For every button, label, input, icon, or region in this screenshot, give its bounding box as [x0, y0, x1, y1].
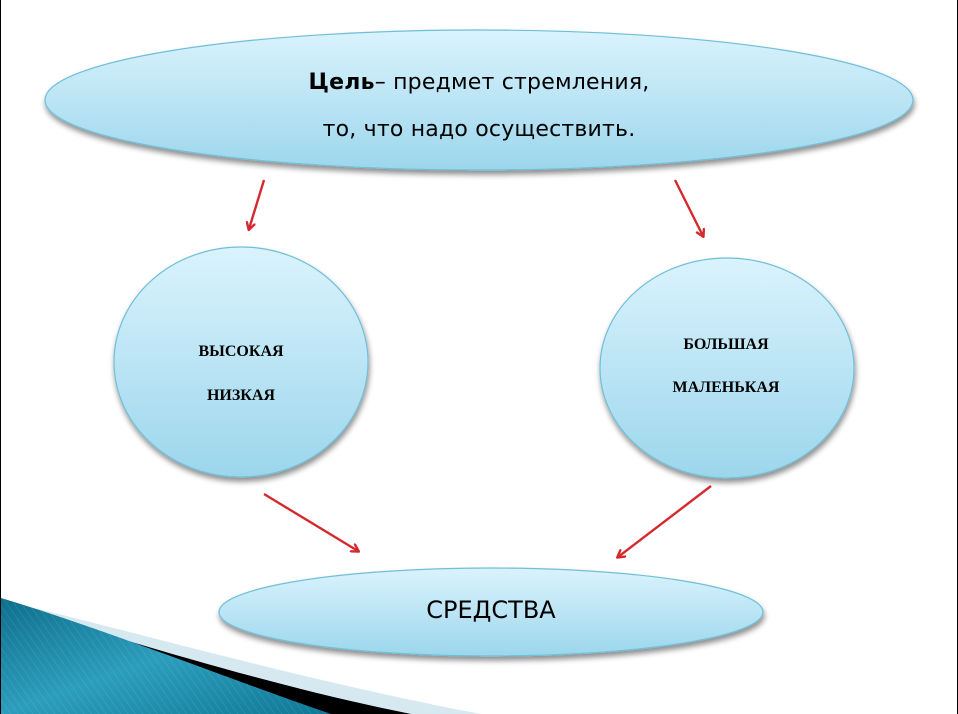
left-circle-line2: НИЗКАЯ: [206, 387, 276, 404]
arrow-goal-to-right-icon: [673, 179, 703, 236]
arrow-goal-to-left-icon: [249, 179, 266, 229]
arrow-right-to-means-icon: [618, 485, 712, 557]
arrow-left-to-means-icon: [263, 492, 358, 551]
goal-definition-line1: Цель– предмет стремления,: [179, 70, 779, 95]
right-circle: [599, 257, 855, 479]
left-circle-line1: ВЫСОКАЯ: [198, 343, 284, 360]
right-circle-line2: МАЛЕНЬКАЯ: [672, 379, 780, 396]
means-label: СРЕДСТВА: [426, 596, 556, 624]
left-circle: [113, 246, 369, 478]
means-ellipse: [218, 567, 764, 657]
decorative-swoosh: [1, 598, 481, 714]
goal-definition-line2: то, что надо осуществить.: [322, 117, 636, 142]
goal-definition-part1: – предмет стремления,: [374, 70, 650, 95]
right-circle-line1: БОЛЬШАЯ: [683, 336, 769, 353]
goal-term: Цель: [308, 70, 375, 95]
goal-ellipse: [44, 29, 914, 171]
